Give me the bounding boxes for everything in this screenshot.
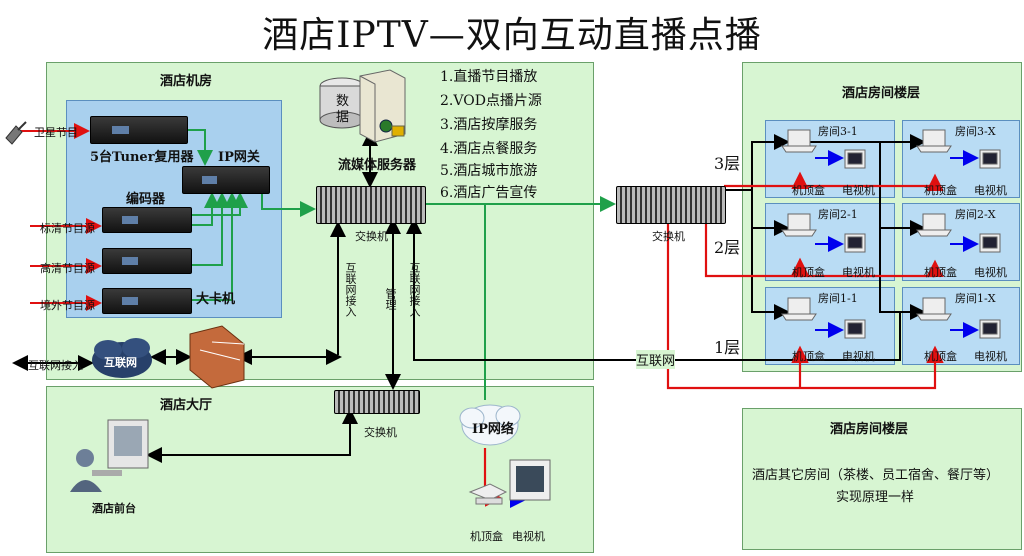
internet-access-v1-label: 互联网接入 <box>344 262 357 317</box>
media-server-label: 流媒体服务器 <box>338 158 417 173</box>
room-device-icons <box>781 129 1001 339</box>
other-rooms-text-2: 实现原理一样 <box>836 490 915 505</box>
switch-lobby-label: 交换机 <box>364 426 397 439</box>
source-sd: 标清节目源 <box>40 222 95 235</box>
room-1-x <box>902 287 1020 365</box>
switch-lobby <box>334 390 420 414</box>
room-1-x-name: 房间1-X <box>955 292 996 305</box>
ip-network-label: IP网络 <box>472 422 514 437</box>
encoder-label: 编码器 <box>126 192 166 207</box>
lobby-label: 酒店大厅 <box>160 398 213 413</box>
red-links <box>483 171 944 507</box>
management-label: 管理 <box>384 288 397 310</box>
lobby-stb-icon <box>468 483 508 505</box>
room-1-1-name: 房间1-1 <box>818 292 858 305</box>
service-2: 2.VOD点播片源 <box>440 93 542 109</box>
floor-2-label: 2层 <box>714 238 741 257</box>
room-2-1-name: 房间2-1 <box>818 208 858 221</box>
room-1-1-stb: 机顶盒 <box>792 350 825 363</box>
switch-floors <box>616 186 726 224</box>
service-3: 3.酒店按摩服务 <box>440 117 538 133</box>
stb-tv-links <box>510 150 979 508</box>
room-3-x-stb: 机顶盒 <box>924 184 957 197</box>
satellite-icon <box>5 121 27 145</box>
tuner-label: 5台Tuner复用器 <box>90 150 194 165</box>
service-6: 6.酒店广告宣传 <box>440 185 538 201</box>
other-floors-label: 酒店房间楼层 <box>830 422 909 437</box>
internet-bottom-label: 互联网 <box>636 350 676 369</box>
front-desk-icon <box>70 419 149 492</box>
service-5: 5.酒店城市旅游 <box>440 163 538 179</box>
machine-room-label: 酒店机房 <box>160 74 213 89</box>
headend-links <box>186 129 616 400</box>
lobby-tv-label: 电视机 <box>512 530 545 543</box>
other-rooms-text: 酒店其它房间（茶楼、员工宿舍、餐厅等） <box>752 468 1000 483</box>
switch-machine-room <box>316 186 426 224</box>
room-1-x-stb: 机顶盒 <box>924 350 957 363</box>
room-2-x-tv: 电视机 <box>974 266 1007 279</box>
other-floors-zone <box>742 408 1022 550</box>
db-char-1: 数 <box>336 94 350 109</box>
room-3-x-tv: 电视机 <box>974 184 1007 197</box>
source-satellite: 卫星节目 <box>34 126 78 139</box>
front-desk-label: 酒店前台 <box>92 502 136 515</box>
switch-room-label: 交换机 <box>355 230 388 243</box>
floor-3-label: 3层 <box>714 154 741 173</box>
source-feeds <box>14 123 102 311</box>
big-card-label: 大卡机 <box>196 292 236 307</box>
room-3-1-tv: 电视机 <box>842 184 875 197</box>
room-3-x-name: 房间3-X <box>955 125 996 138</box>
room-3-1-stb: 机顶盒 <box>792 184 825 197</box>
firewall-icon <box>189 325 245 389</box>
room-2-1-stb: 机顶盒 <box>792 266 825 279</box>
lobby-stb-label: 机顶盒 <box>470 530 503 543</box>
ip-gateway-device <box>182 166 270 194</box>
room-1-x-tv: 电视机 <box>974 350 1007 363</box>
db-char-2: 据 <box>336 110 350 125</box>
floors-label: 酒店房间楼层 <box>842 86 921 101</box>
room-3-1-name: 房间3-1 <box>818 125 858 138</box>
ip-network-cloud-icon <box>459 404 521 446</box>
service-1: 1.直播节目播放 <box>440 69 538 85</box>
server-icon <box>359 69 406 143</box>
ip-gateway-label: IP网关 <box>218 150 260 165</box>
floor-1-label: 1层 <box>714 338 741 357</box>
room-2-x-stb: 机顶盒 <box>924 266 957 279</box>
internet-cloud-label: 互联网 <box>104 356 137 369</box>
room-2-x-name: 房间2-X <box>955 208 996 221</box>
lobby-tv-icon <box>509 459 551 501</box>
internet-access-label: 互联网接入 <box>28 359 83 372</box>
service-4: 4.酒店点餐服务 <box>440 141 538 157</box>
internet-cloud-icon <box>92 338 152 378</box>
room-2-1-tv: 电视机 <box>842 266 875 279</box>
encoder-device-2 <box>102 248 192 274</box>
switch-floor-label: 交换机 <box>652 230 685 243</box>
internet-access-v2-label: 互联网接入 <box>408 262 421 317</box>
tuner-device <box>90 116 188 144</box>
room-1-1-tv: 电视机 <box>842 350 875 363</box>
big-card-device <box>102 288 192 314</box>
page-title: 酒店IPTV—双向互动直播点播 <box>262 15 762 56</box>
source-hd: 高清节目源 <box>40 262 95 275</box>
source-foreign: 境外节目源 <box>40 299 95 312</box>
encoder-device-1 <box>102 207 192 233</box>
